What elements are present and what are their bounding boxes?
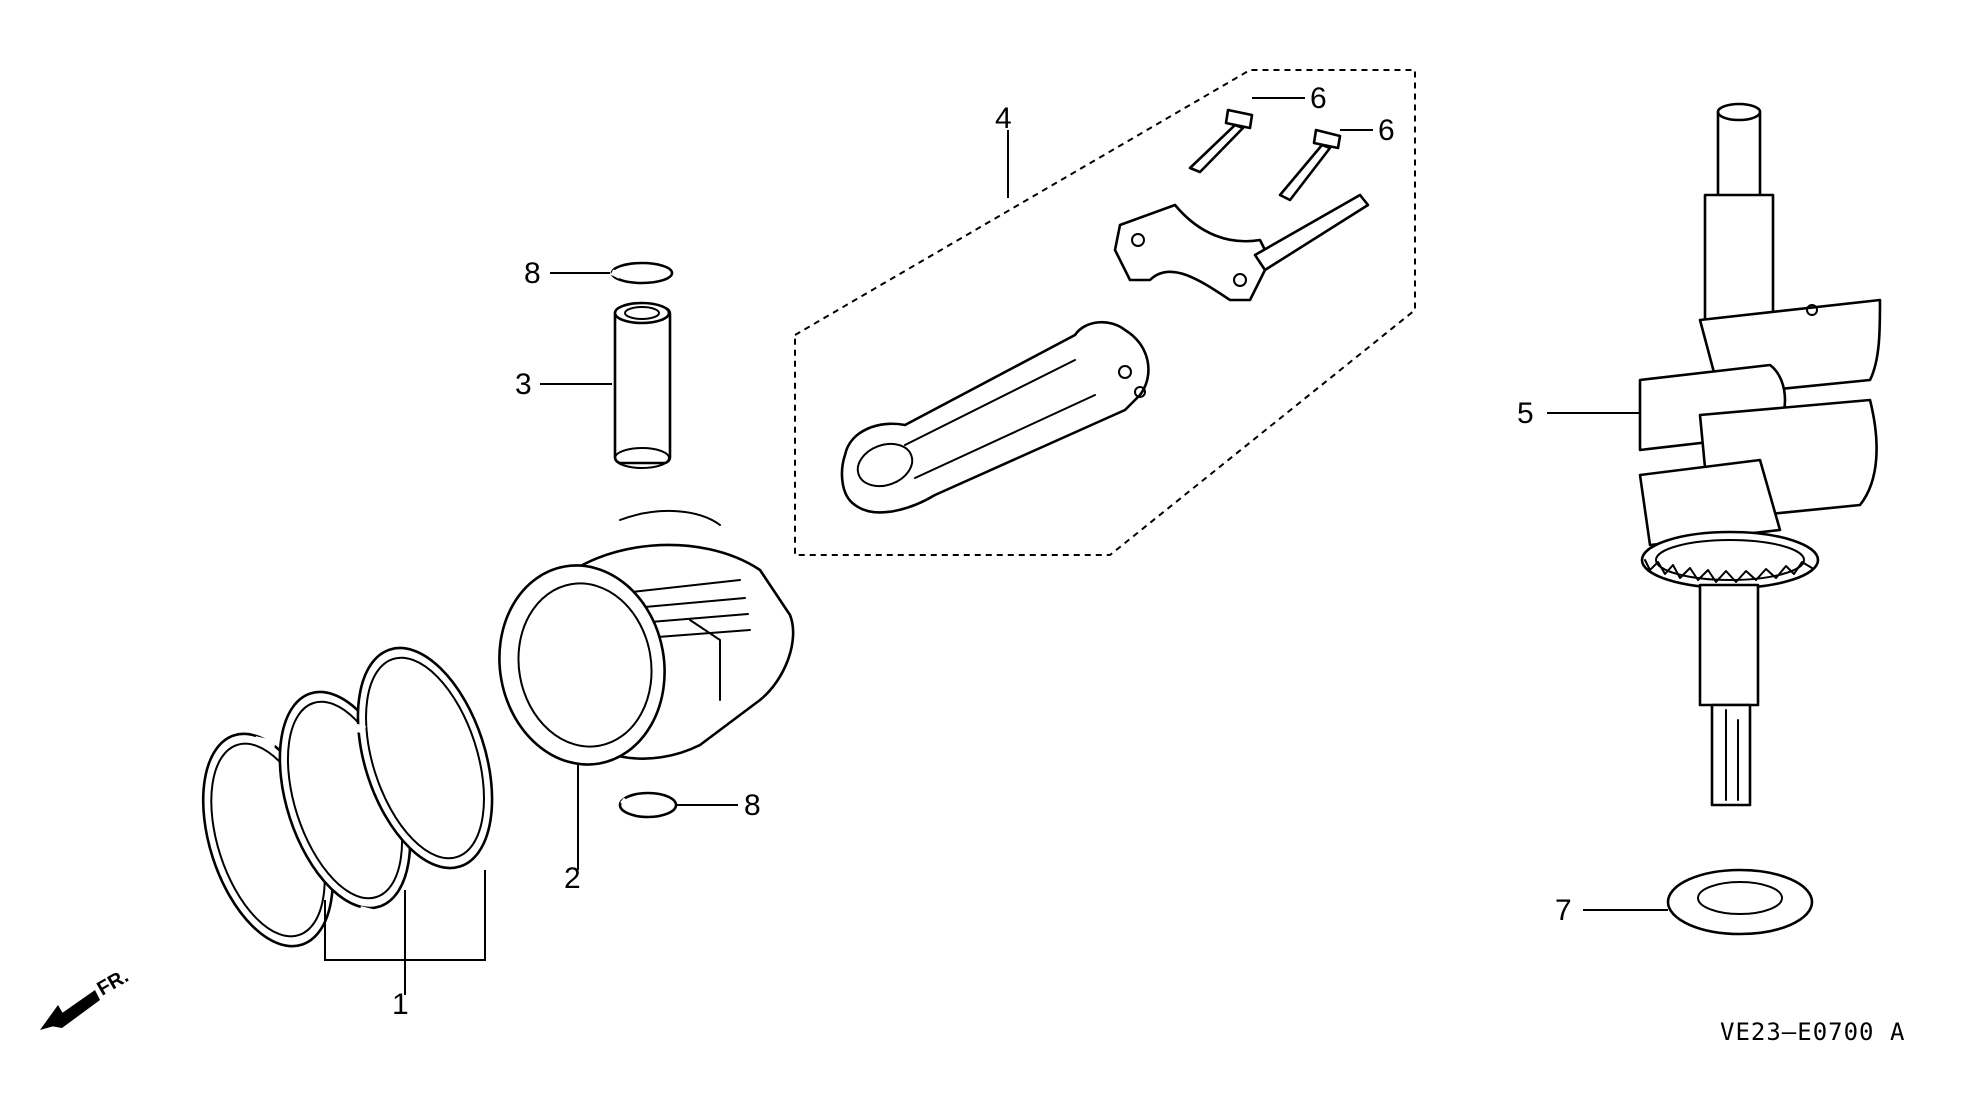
callout-3: 3 bbox=[515, 368, 532, 401]
rod-cap bbox=[1113, 193, 1370, 302]
thrust-washer bbox=[1666, 868, 1814, 936]
callout-7: 7 bbox=[1555, 894, 1572, 927]
rod-bolt-1 bbox=[1188, 108, 1254, 174]
front-direction-arrow-icon bbox=[40, 990, 100, 1030]
pin-clip-top bbox=[610, 261, 674, 285]
crankshaft bbox=[1638, 102, 1882, 807]
drawing-code: VE23—E0700 A bbox=[1720, 1018, 1905, 1046]
callout-2: 2 bbox=[564, 862, 581, 895]
callout-6b: 6 bbox=[1378, 114, 1395, 147]
callout-8b: 8 bbox=[744, 789, 761, 822]
callout-1: 1 bbox=[392, 988, 409, 1021]
rod-bolt-2 bbox=[1278, 128, 1342, 202]
connecting-rod bbox=[840, 321, 1150, 514]
callout-8a: 8 bbox=[524, 257, 541, 290]
callout-6a: 6 bbox=[1310, 82, 1327, 115]
callout-4: 4 bbox=[995, 102, 1012, 135]
piston bbox=[498, 510, 795, 766]
pin-clip-bottom bbox=[618, 791, 678, 819]
piston-rings bbox=[201, 646, 494, 948]
piston-pin bbox=[613, 301, 672, 469]
front-marker-label: FR. bbox=[94, 965, 133, 1000]
leader-line-1 bbox=[324, 870, 486, 995]
callout-5: 5 bbox=[1517, 397, 1534, 430]
